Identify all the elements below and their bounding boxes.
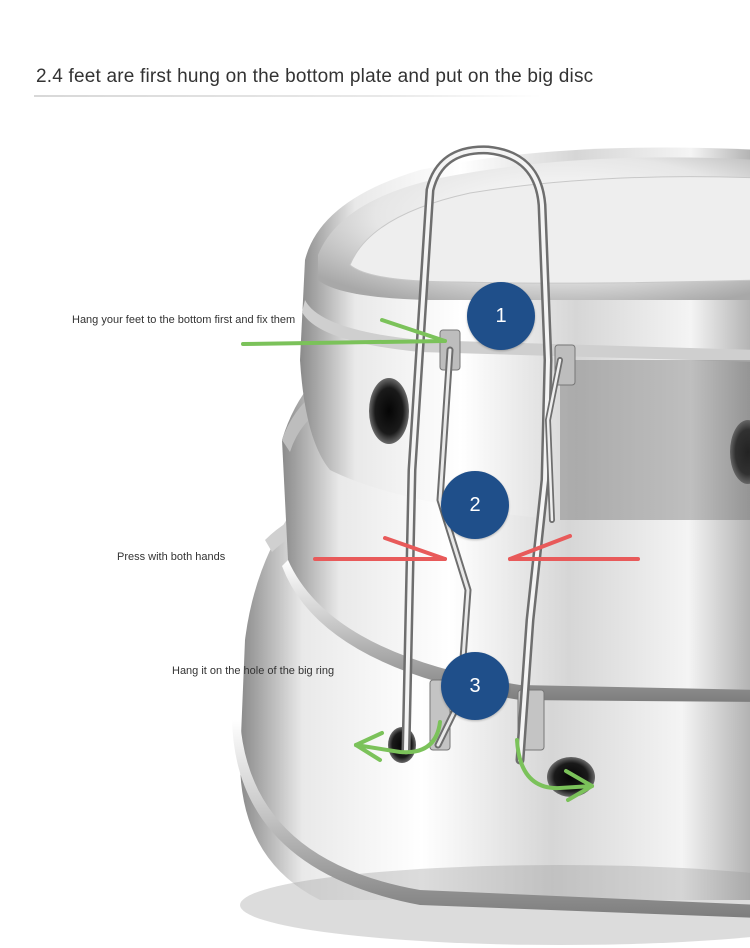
wire-handle (401, 145, 563, 765)
step-3-badge: 3 (441, 652, 509, 720)
vent-hole (730, 420, 750, 484)
page-heading: 2.4 feet are first hung on the bottom pl… (36, 66, 594, 87)
step-2-caption: Press with both hands (117, 551, 226, 563)
step-1-badge: 1 (467, 282, 535, 350)
vent-hole (369, 378, 409, 444)
fix-arrow (241, 318, 447, 346)
step-3-caption: Hang it on the hole of the big ring (172, 665, 335, 677)
ring-hole (547, 757, 595, 797)
heading-underline (34, 95, 542, 97)
press-arrows (313, 534, 640, 561)
hook-arrows (354, 720, 594, 802)
step-1-caption: Hang your feet to the bottom first and f… (72, 314, 296, 326)
step-2-badge: 2 (441, 471, 509, 539)
